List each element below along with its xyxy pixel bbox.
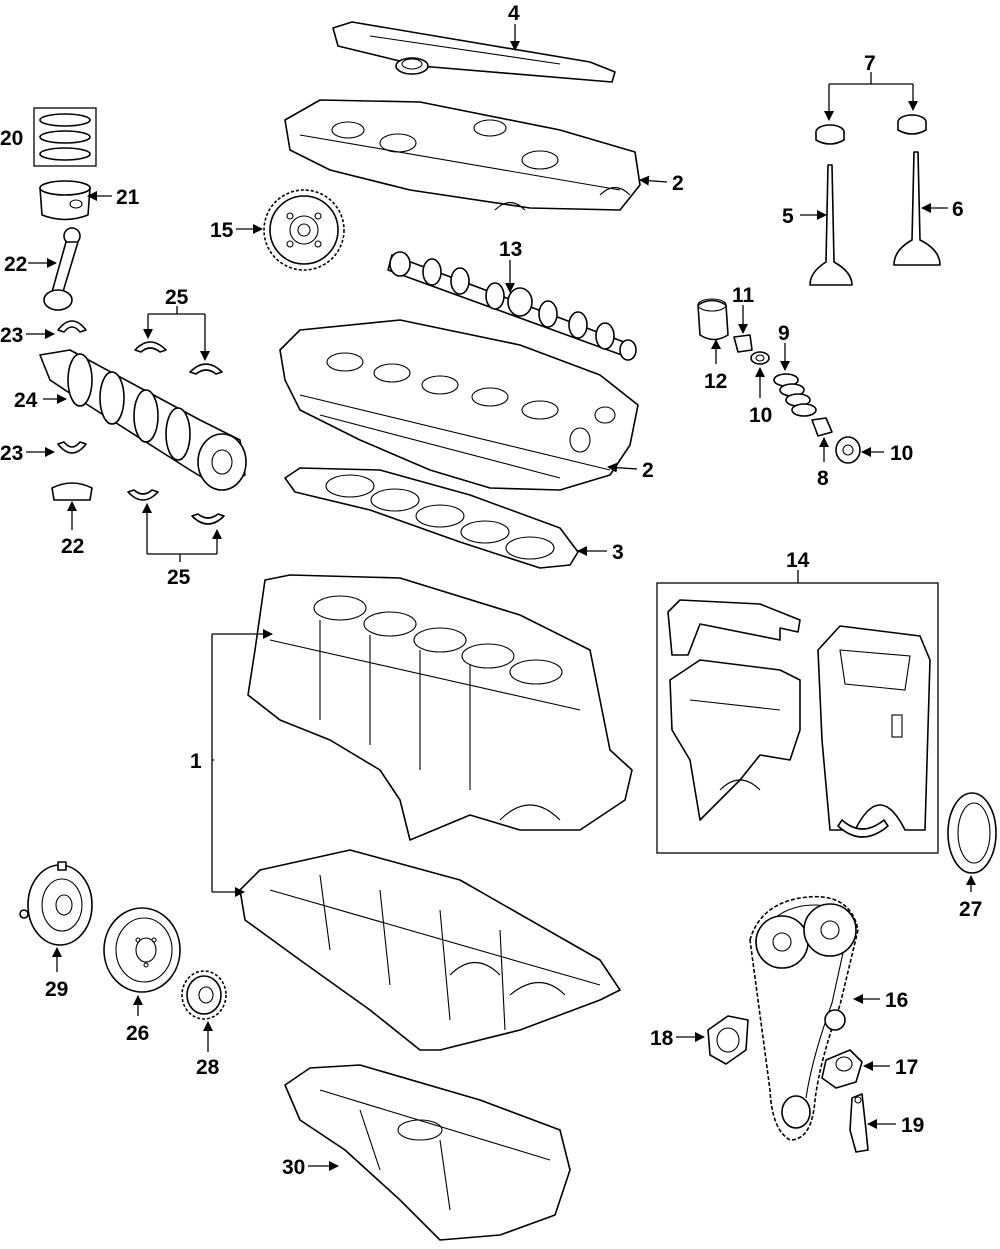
callout-2-head: 2: [642, 459, 654, 482]
camshaft-carrier: [284, 99, 641, 211]
oil-pump: [19, 861, 93, 946]
callout-14: 14: [786, 549, 810, 572]
rod-bearing-upper: [57, 320, 87, 333]
callout-18: 18: [650, 1027, 674, 1050]
callout-4: 4: [508, 2, 520, 25]
hydraulic-lifter: [697, 298, 729, 341]
callout-17: 17: [895, 1056, 918, 1079]
piston-rings: [33, 107, 97, 167]
callout-22-cap: 22: [61, 535, 84, 558]
callout-1: 1: [190, 750, 202, 773]
callout-29: 29: [45, 978, 68, 1001]
spring-seat-lower: [835, 436, 861, 464]
callout-28: 28: [196, 1056, 220, 1079]
callout-2-carrier: 2: [672, 172, 684, 195]
callout-21: 21: [116, 186, 140, 209]
idler-pulley: [707, 1015, 749, 1065]
crankshaft: [39, 349, 247, 491]
piston: [39, 180, 91, 221]
main-bearing-3: [127, 489, 159, 501]
callout-22-rod: 22: [4, 253, 27, 276]
callout-19: 19: [901, 1114, 924, 1137]
crank-sprocket: [181, 970, 227, 1020]
callout-16: 16: [885, 989, 908, 1012]
callout-30: 30: [282, 1156, 305, 1179]
callout-13: 13: [499, 238, 522, 261]
engine-cover: [332, 21, 616, 83]
callout-6: 6: [952, 198, 964, 221]
camshaft: [387, 251, 637, 361]
bed-plate: [239, 849, 621, 1051]
callout-labels: 1 2 2 3 4 5 6 7 8 9 10 10 11 12 13 14 15…: [0, 2, 982, 1179]
callout-5: 5: [782, 205, 794, 228]
callout-24: 24: [14, 389, 38, 412]
valve-stem-seal-2: [897, 114, 927, 135]
connecting-rod: [43, 227, 81, 311]
belt-tensioner: [821, 1049, 863, 1089]
engine-block: [247, 574, 633, 841]
callout-7: 7: [864, 52, 876, 75]
callout-12: 12: [704, 370, 727, 393]
callout-27: 27: [959, 898, 982, 921]
timing-cover-inner: [669, 659, 801, 821]
callout-11: 11: [732, 284, 755, 307]
cam-sprocket: [263, 189, 345, 271]
spring-retainer-upper: [750, 351, 770, 365]
valve-guide: [811, 417, 833, 437]
oil-pan: [284, 1064, 571, 1241]
valve-keeper: [733, 334, 753, 353]
main-bearing-1: [134, 341, 167, 353]
callout-15: 15: [210, 219, 234, 242]
callout-10-seat: 10: [890, 442, 913, 465]
rod-bearing-lower: [57, 441, 87, 454]
leader-lines: [26, 24, 976, 1171]
callout-23-lower: 23: [0, 442, 23, 465]
rod-cap: [51, 482, 93, 501]
callout-25-lower: 25: [167, 566, 191, 589]
front-crank-seal: [947, 792, 997, 874]
callout-10-retainer: 10: [749, 404, 772, 427]
head-gasket: [284, 467, 579, 569]
timing-cover-upper: [667, 599, 801, 656]
timing-cover-outer: [817, 625, 931, 831]
callout-23-upper: 23: [0, 324, 23, 347]
callout-20: 20: [0, 127, 23, 150]
exhaust-valve: [893, 151, 941, 266]
intake-valve: [809, 164, 853, 286]
callout-26: 26: [126, 1022, 149, 1045]
valve-spring: [773, 373, 817, 417]
callout-9: 9: [778, 322, 790, 345]
tensioner-bracket: [849, 1093, 869, 1153]
main-bearing-4: [191, 513, 225, 525]
callout-3: 3: [612, 541, 624, 564]
cylinder-head: [279, 319, 639, 491]
valve-stem-seal-1: [815, 124, 845, 145]
crank-pulley: [103, 907, 181, 993]
callout-25-upper: 25: [165, 286, 189, 309]
main-bearing-2: [189, 363, 223, 375]
timing-cover-seal: [837, 819, 889, 838]
callout-8: 8: [817, 467, 829, 490]
timing-belt: [749, 895, 859, 1141]
